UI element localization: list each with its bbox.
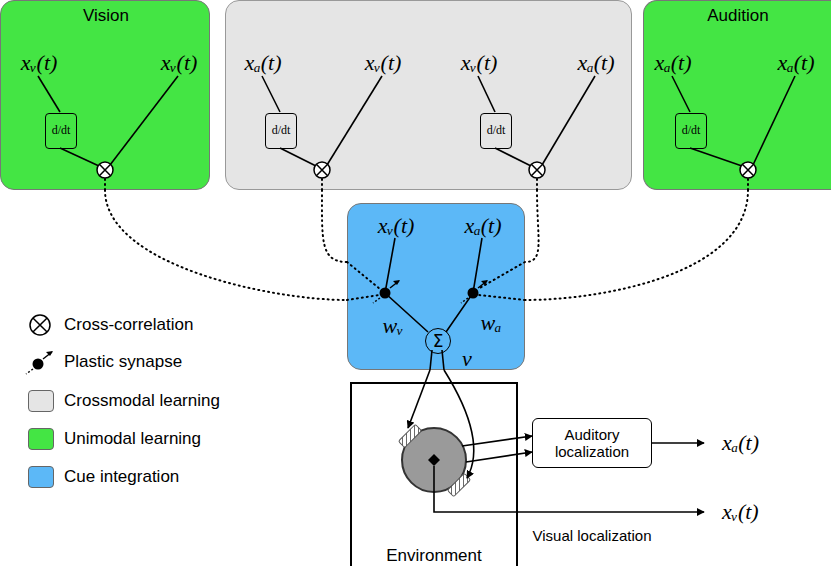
legend-text: Plastic synapse	[64, 352, 182, 372]
unimodal-panel: Audition xₐ(t) xₐ(t) d/dt	[643, 0, 831, 190]
plastic-synapse	[373, 280, 400, 303]
derivative-box: d/dt	[480, 113, 512, 149]
weight-name: wₐ	[480, 311, 501, 335]
derivative-box: d/dt	[45, 113, 77, 149]
panel-title: Audition	[707, 7, 768, 26]
legend-swatch	[28, 466, 54, 488]
unimodal-panel: Vision xᵥ(t) xᵥ(t) d/dt	[0, 0, 210, 190]
legend-swatch	[28, 428, 54, 450]
legend-swatch	[28, 390, 54, 412]
connector	[462, 436, 532, 446]
signal-name: xᵥ(t)	[21, 51, 58, 75]
derivative-label: d/dt	[487, 124, 506, 137]
panel-title: Vision	[83, 7, 129, 26]
cross-correlation-symbol	[529, 162, 545, 178]
dotted-link	[525, 190, 748, 300]
wire	[672, 76, 690, 112]
wire	[38, 76, 60, 112]
dotted-link	[478, 262, 525, 289]
signal-name: xₐ(t)	[722, 431, 759, 455]
signal-name: xₐ(t)	[778, 51, 815, 75]
wire	[753, 76, 795, 165]
wheel	[398, 424, 421, 447]
sum-circle: Σ	[425, 328, 451, 354]
wire	[495, 148, 531, 166]
legend-text: Crossmodal learning	[64, 391, 220, 411]
dotted-link	[104, 179, 106, 190]
weight-name: wᵥ	[383, 314, 404, 338]
dotted-link	[347, 295, 379, 300]
wire	[542, 76, 595, 165]
signal-name: xᵥ(t)	[161, 51, 198, 75]
plastic-synapse	[26, 351, 53, 374]
derivative-label: d/dt	[682, 124, 701, 137]
wire	[434, 466, 704, 512]
wire	[446, 238, 482, 332]
cross-correlation-symbol	[97, 162, 113, 178]
dotted-link	[347, 262, 380, 289]
signal-name: xₐ(t)	[578, 51, 615, 75]
wire	[690, 148, 742, 166]
wire	[262, 76, 280, 112]
output-name: v	[462, 347, 472, 371]
derivative-box: d/dt	[265, 113, 297, 149]
wire	[327, 76, 382, 165]
wire	[442, 350, 444, 370]
dotted-link	[321, 179, 323, 190]
wheel	[447, 473, 470, 496]
process-box: Auditory localization	[532, 418, 652, 468]
connector	[444, 370, 474, 478]
cross-correlation-symbol	[314, 162, 330, 178]
dotted-link	[322, 190, 347, 262]
connector	[408, 370, 430, 428]
derivative-label: d/dt	[52, 124, 71, 137]
robot	[398, 424, 470, 496]
wire	[280, 148, 316, 166]
connector	[466, 452, 532, 462]
legend-text: Unimodal learning	[64, 429, 201, 449]
dotted-link	[525, 190, 539, 262]
dotted-link	[105, 190, 347, 300]
signal-name: xₐ(t)	[465, 214, 502, 238]
signal-name: xᵥ(t)	[378, 214, 415, 238]
dotted-link	[479, 295, 525, 300]
dotted-link	[536, 179, 538, 190]
signal-name: xᵥ(t)	[722, 500, 759, 524]
wire	[110, 76, 178, 165]
plastic-synapse	[461, 280, 488, 303]
sum-symbol: Σ	[433, 332, 444, 351]
wire	[478, 76, 495, 112]
wire	[652, 442, 704, 444]
center-marker	[428, 454, 440, 466]
crossmodal-panel: xₐ(t) xᵥ(t) xᵥ(t) xₐ(t) d/dt d/dt	[225, 0, 632, 190]
signal-name: xₐ(t)	[655, 51, 692, 75]
dotted-link	[747, 179, 749, 190]
cross-correlation-symbol	[740, 162, 756, 178]
legend-text: Cross-correlation	[64, 315, 193, 335]
derivative-label: d/dt	[272, 124, 291, 137]
legend-text: Cue integration	[64, 467, 179, 487]
environment-label: Environment	[386, 547, 481, 566]
wire	[430, 350, 432, 370]
wire	[60, 148, 99, 166]
signal-name: xₐ(t)	[245, 51, 282, 75]
process-label: Auditory localization	[537, 427, 647, 460]
environment-box: Environment	[350, 382, 518, 566]
process-label: Visual localization	[533, 528, 652, 545]
signal-name: xᵥ(t)	[461, 51, 498, 75]
signal-name: xᵥ(t)	[365, 51, 402, 75]
cue-integration-panel: xᵥ(t) xₐ(t) wᵥ wₐvΣ	[347, 203, 525, 370]
wire	[385, 238, 428, 332]
derivative-box: d/dt	[675, 113, 707, 149]
cross-correlation-symbol	[30, 315, 50, 335]
